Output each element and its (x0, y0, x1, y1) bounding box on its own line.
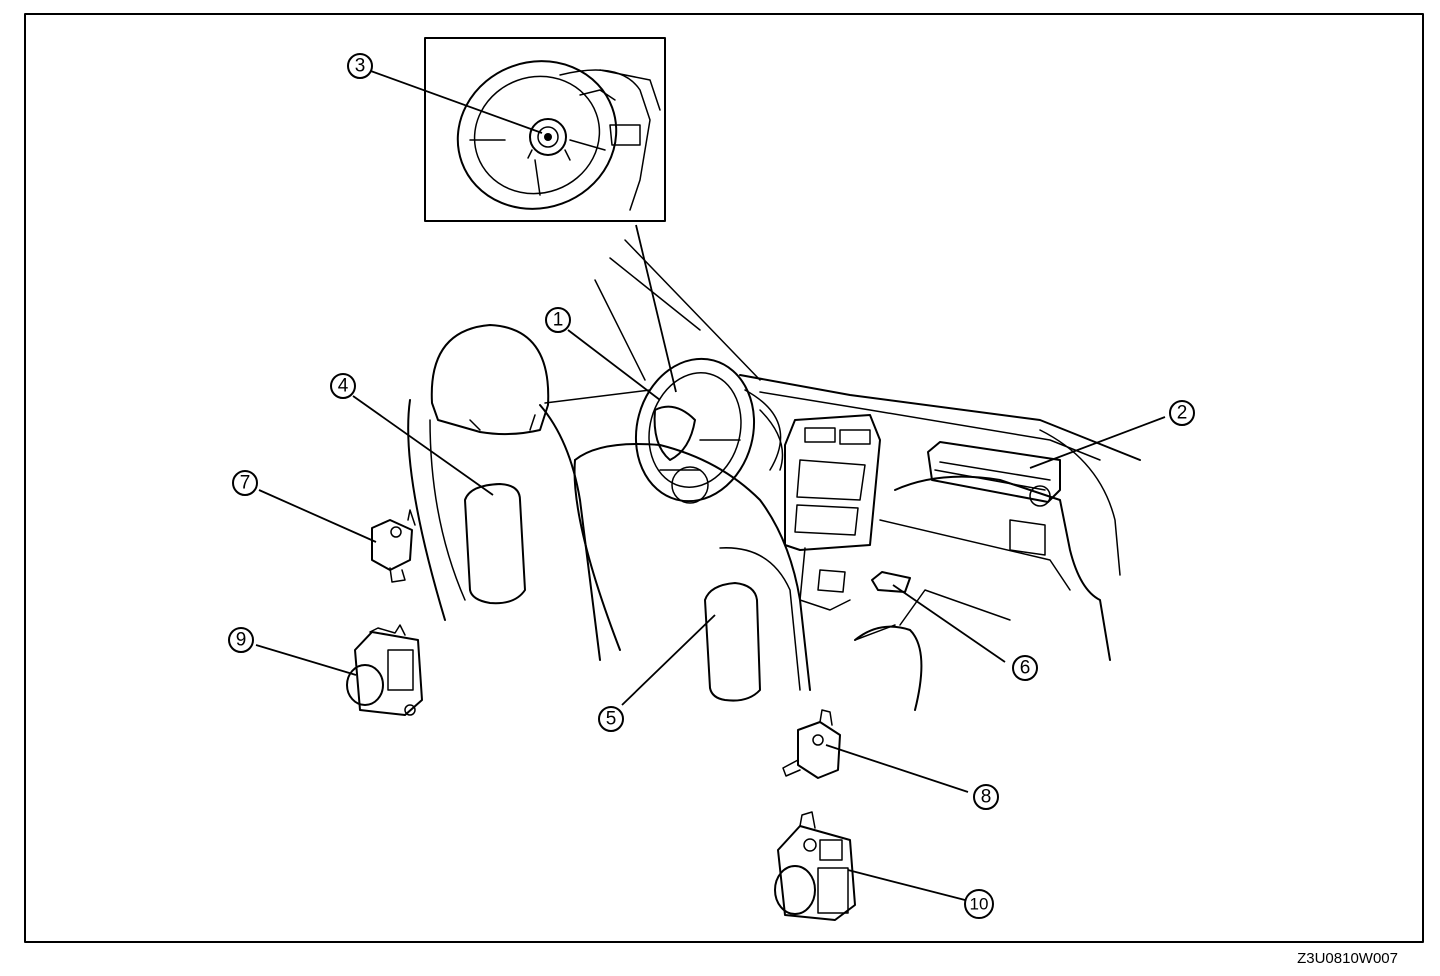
callout-1: 1 (545, 307, 571, 333)
side-air-bag-sensor-right-drawing (782, 709, 841, 779)
sas-unit-drawing (871, 571, 911, 593)
side-air-bag-sensor-left-drawing (371, 509, 416, 583)
svg-text:7: 7 (240, 473, 251, 494)
callout-5: 5 (598, 706, 624, 732)
leader-lines (255, 69, 1166, 901)
dashboard-drawing (739, 374, 1141, 661)
pretensioner-left-drawing (346, 624, 423, 716)
driver-seat-drawing (407, 324, 651, 661)
svg-text:1: 1 (553, 310, 564, 331)
callout-7: 7 (232, 470, 258, 496)
svg-text:10: 10 (970, 895, 989, 914)
pretensioner-right-drawing (774, 811, 856, 921)
svg-text:8: 8 (981, 787, 992, 808)
cabin-steering-wheel-drawing (634, 357, 756, 504)
svg-text:9: 9 (236, 630, 247, 651)
svg-text:5: 5 (606, 709, 617, 730)
reference-code: Z3U0810W007 (1297, 950, 1398, 967)
callout-6: 6 (1012, 655, 1038, 681)
passenger-seat-drawing (573, 443, 923, 711)
callout-8: 8 (973, 784, 999, 810)
side-airbag-driver-drawing (464, 483, 526, 605)
steering-wheel-detail-inset (424, 37, 666, 222)
side-airbag-passenger-drawing (704, 582, 761, 702)
diagram-frame (24, 13, 1424, 943)
svg-text:3: 3 (355, 56, 366, 77)
callout-10: 10 (964, 889, 994, 919)
svg-text:4: 4 (338, 376, 349, 397)
callout-3: 3 (347, 53, 373, 79)
svg-text:2: 2 (1177, 403, 1188, 424)
svg-text:6: 6 (1020, 658, 1031, 679)
callout-9: 9 (228, 627, 254, 653)
callout-4: 4 (330, 373, 356, 399)
clock-spring-drawing (527, 118, 571, 161)
passenger-airbag-drawing (927, 441, 1061, 507)
callout-2: 2 (1169, 400, 1195, 426)
